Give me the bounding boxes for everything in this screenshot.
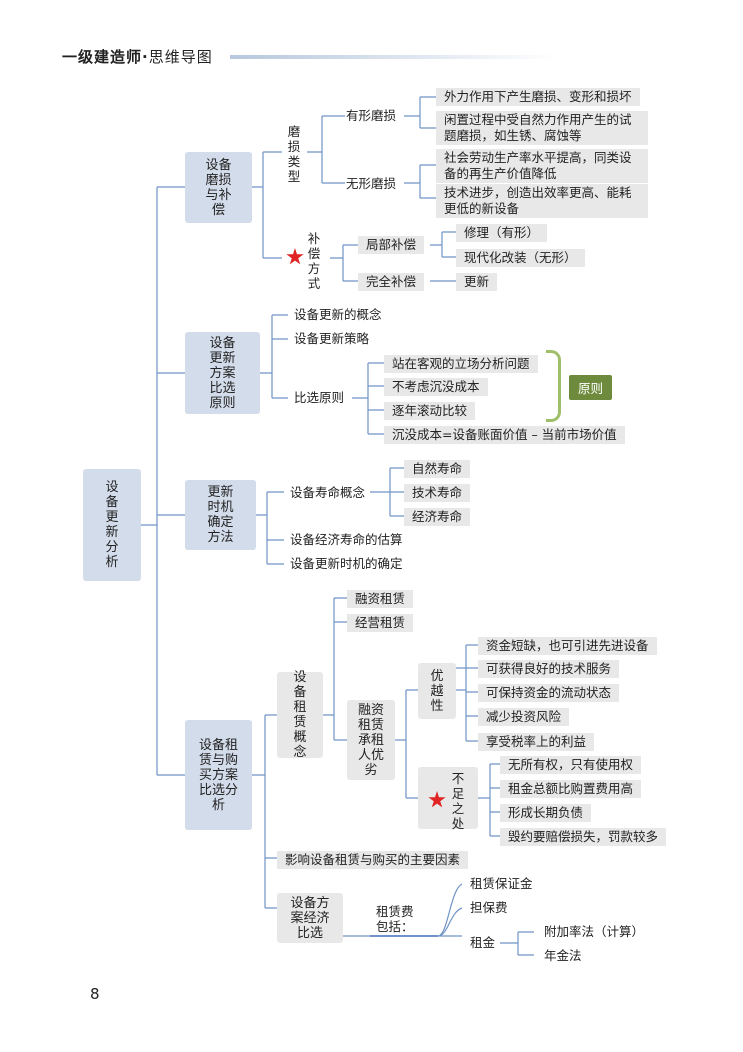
section-lease-vs-buy: 设备租赁与购买方案比选分析: [185, 720, 252, 830]
operating-lease: 经营租赁: [347, 614, 414, 632]
full-compensation: 完全补偿: [358, 273, 425, 291]
partial-item-modernize: 现代化改装（无形）: [456, 249, 585, 267]
rent-method-markup: 附加率法（计算）: [544, 924, 645, 939]
principle-sunk-cost: 不考虑沉没成本: [384, 378, 488, 396]
section-wear-compensation: 设备磨损与补偿: [185, 152, 252, 223]
advantage-1: 资金短缺，也可引进先进设备: [478, 637, 657, 655]
fee-guarantee: 担保费: [470, 900, 508, 915]
principle-rolling: 逐年滚动比较: [384, 402, 476, 420]
fee-deposit: 租赁保证金: [470, 876, 533, 891]
renewal-strategy: 设备更新策略: [294, 331, 370, 346]
sunk-cost-formula: 沉没成本=设备账面价值 – 当前市场价值: [384, 426, 625, 444]
disadvantage-1: 无所有权，只有使用权: [500, 756, 642, 774]
disadvantage-3: 形成长期负债: [500, 804, 592, 822]
financial-lease: 融资租赁: [347, 590, 414, 608]
disadvantage-2: 租金总额比购置费用高: [500, 780, 642, 798]
compensation-mode-label: 补偿方式: [307, 231, 321, 291]
scheme-comparison: 设备方案经济比选: [277, 893, 343, 943]
equipment-life-concept: 设备寿命概念: [290, 485, 366, 500]
disadvantages-label: 不足之处: [451, 771, 465, 831]
natural-life: 自然寿命: [404, 460, 471, 478]
full-item-renew: 更新: [456, 273, 498, 291]
header-divider: [230, 55, 560, 59]
advantages-label: 优越性: [418, 663, 456, 719]
principle-brace: [546, 350, 561, 422]
economic-life-estimate: 设备经济寿命的估算: [290, 532, 403, 547]
advantage-3: 可保持资金的流动状态: [478, 684, 620, 702]
tangible-wear: 有形磨损: [346, 108, 397, 123]
tangible-item-2: 闲置过程中受自然力作用产生的试题磨损，如生锈、腐蚀等: [436, 111, 648, 145]
advantage-4: 减少投资风险: [478, 708, 570, 726]
renewal-concept: 设备更新的概念: [294, 307, 382, 322]
disadvantage-4: 毁约要赔偿损失，罚款较多: [500, 828, 667, 846]
advantage-2: 可获得良好的技术服务: [478, 660, 620, 678]
section-renewal-timing: 更新时机确定方法: [185, 480, 256, 550]
principle-objective: 站在客观的立场分析问题: [384, 355, 538, 373]
principle-tag: 原则: [569, 375, 613, 400]
technical-life: 技术寿命: [404, 484, 471, 502]
intangible-wear: 无形磨损: [346, 176, 397, 191]
disadvantages-box: [418, 767, 478, 829]
partial-compensation: 局部补偿: [358, 236, 425, 254]
header-title: 一级建造师·思维导图: [62, 48, 213, 66]
main-factors: 影响设备租赁与购买的主要因素: [277, 851, 469, 869]
partial-item-repair: 修理（有形）: [456, 224, 548, 242]
section-renewal-principles: 设备更新方案比选原则: [185, 332, 260, 414]
comparison-principles: 比选原则: [294, 390, 345, 405]
advantage-5: 享受税率上的利益: [478, 733, 595, 751]
renewal-timing-determination: 设备更新时机的确定: [290, 556, 403, 571]
page-number: 8: [90, 985, 100, 1003]
rent-method-annuity: 年金法: [544, 948, 582, 963]
root-node: 设备更新分析: [83, 469, 141, 581]
lease-concept: 设备租赁概念: [277, 670, 323, 760]
economic-life: 经济寿命: [404, 508, 471, 526]
lease-fee-label: 租赁费包括：: [376, 904, 414, 934]
lessee-pros-cons: 融资租赁承租人优劣: [347, 700, 395, 780]
intangible-item-2: 技术进步，创造出效率更高、能耗更低的新设备: [436, 184, 648, 218]
intangible-item-1: 社会劳动生产率水平提高，同类设备的再生产价值降低: [436, 149, 648, 183]
wear-types-label: 磨损类型: [287, 124, 301, 184]
tangible-item-1: 外力作用下产生磨损、变形和损坏: [436, 88, 640, 106]
fee-rent: 租金: [470, 935, 496, 950]
